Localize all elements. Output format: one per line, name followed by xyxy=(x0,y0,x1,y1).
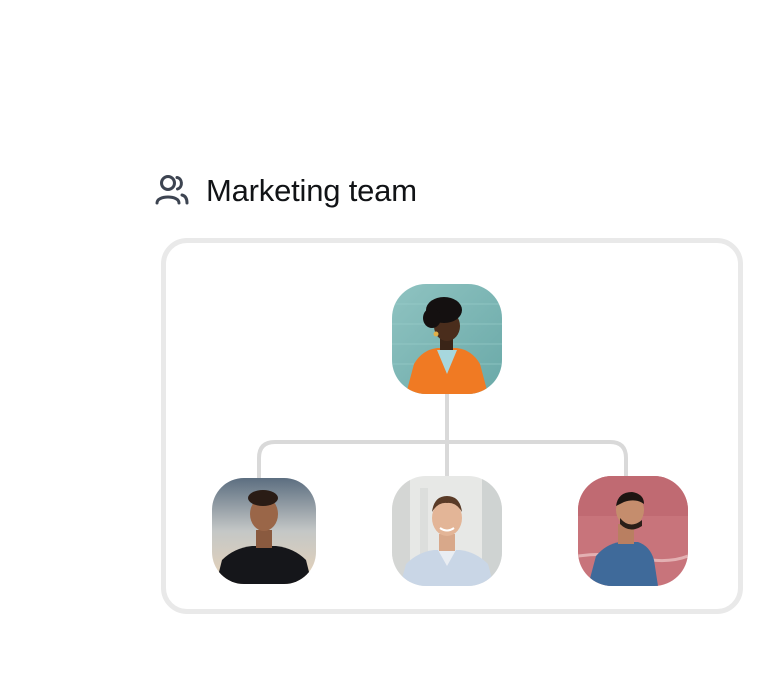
member-avatar-3[interactable] xyxy=(578,476,688,586)
team-header: Marketing team xyxy=(155,174,417,206)
person-photo-orange-blazer xyxy=(392,284,502,394)
person-photo-denim-shirt xyxy=(578,476,688,586)
person-photo-black-tshirt xyxy=(212,478,316,584)
person-photo-light-blue-shirt xyxy=(392,476,502,586)
team-title: Marketing team xyxy=(206,172,417,208)
lead-avatar[interactable] xyxy=(392,284,502,394)
team-users-icon xyxy=(155,174,189,206)
member-avatar-2[interactable] xyxy=(392,476,502,586)
connector-horizontal-branch xyxy=(257,440,628,478)
member-avatar-1[interactable] xyxy=(212,478,316,584)
